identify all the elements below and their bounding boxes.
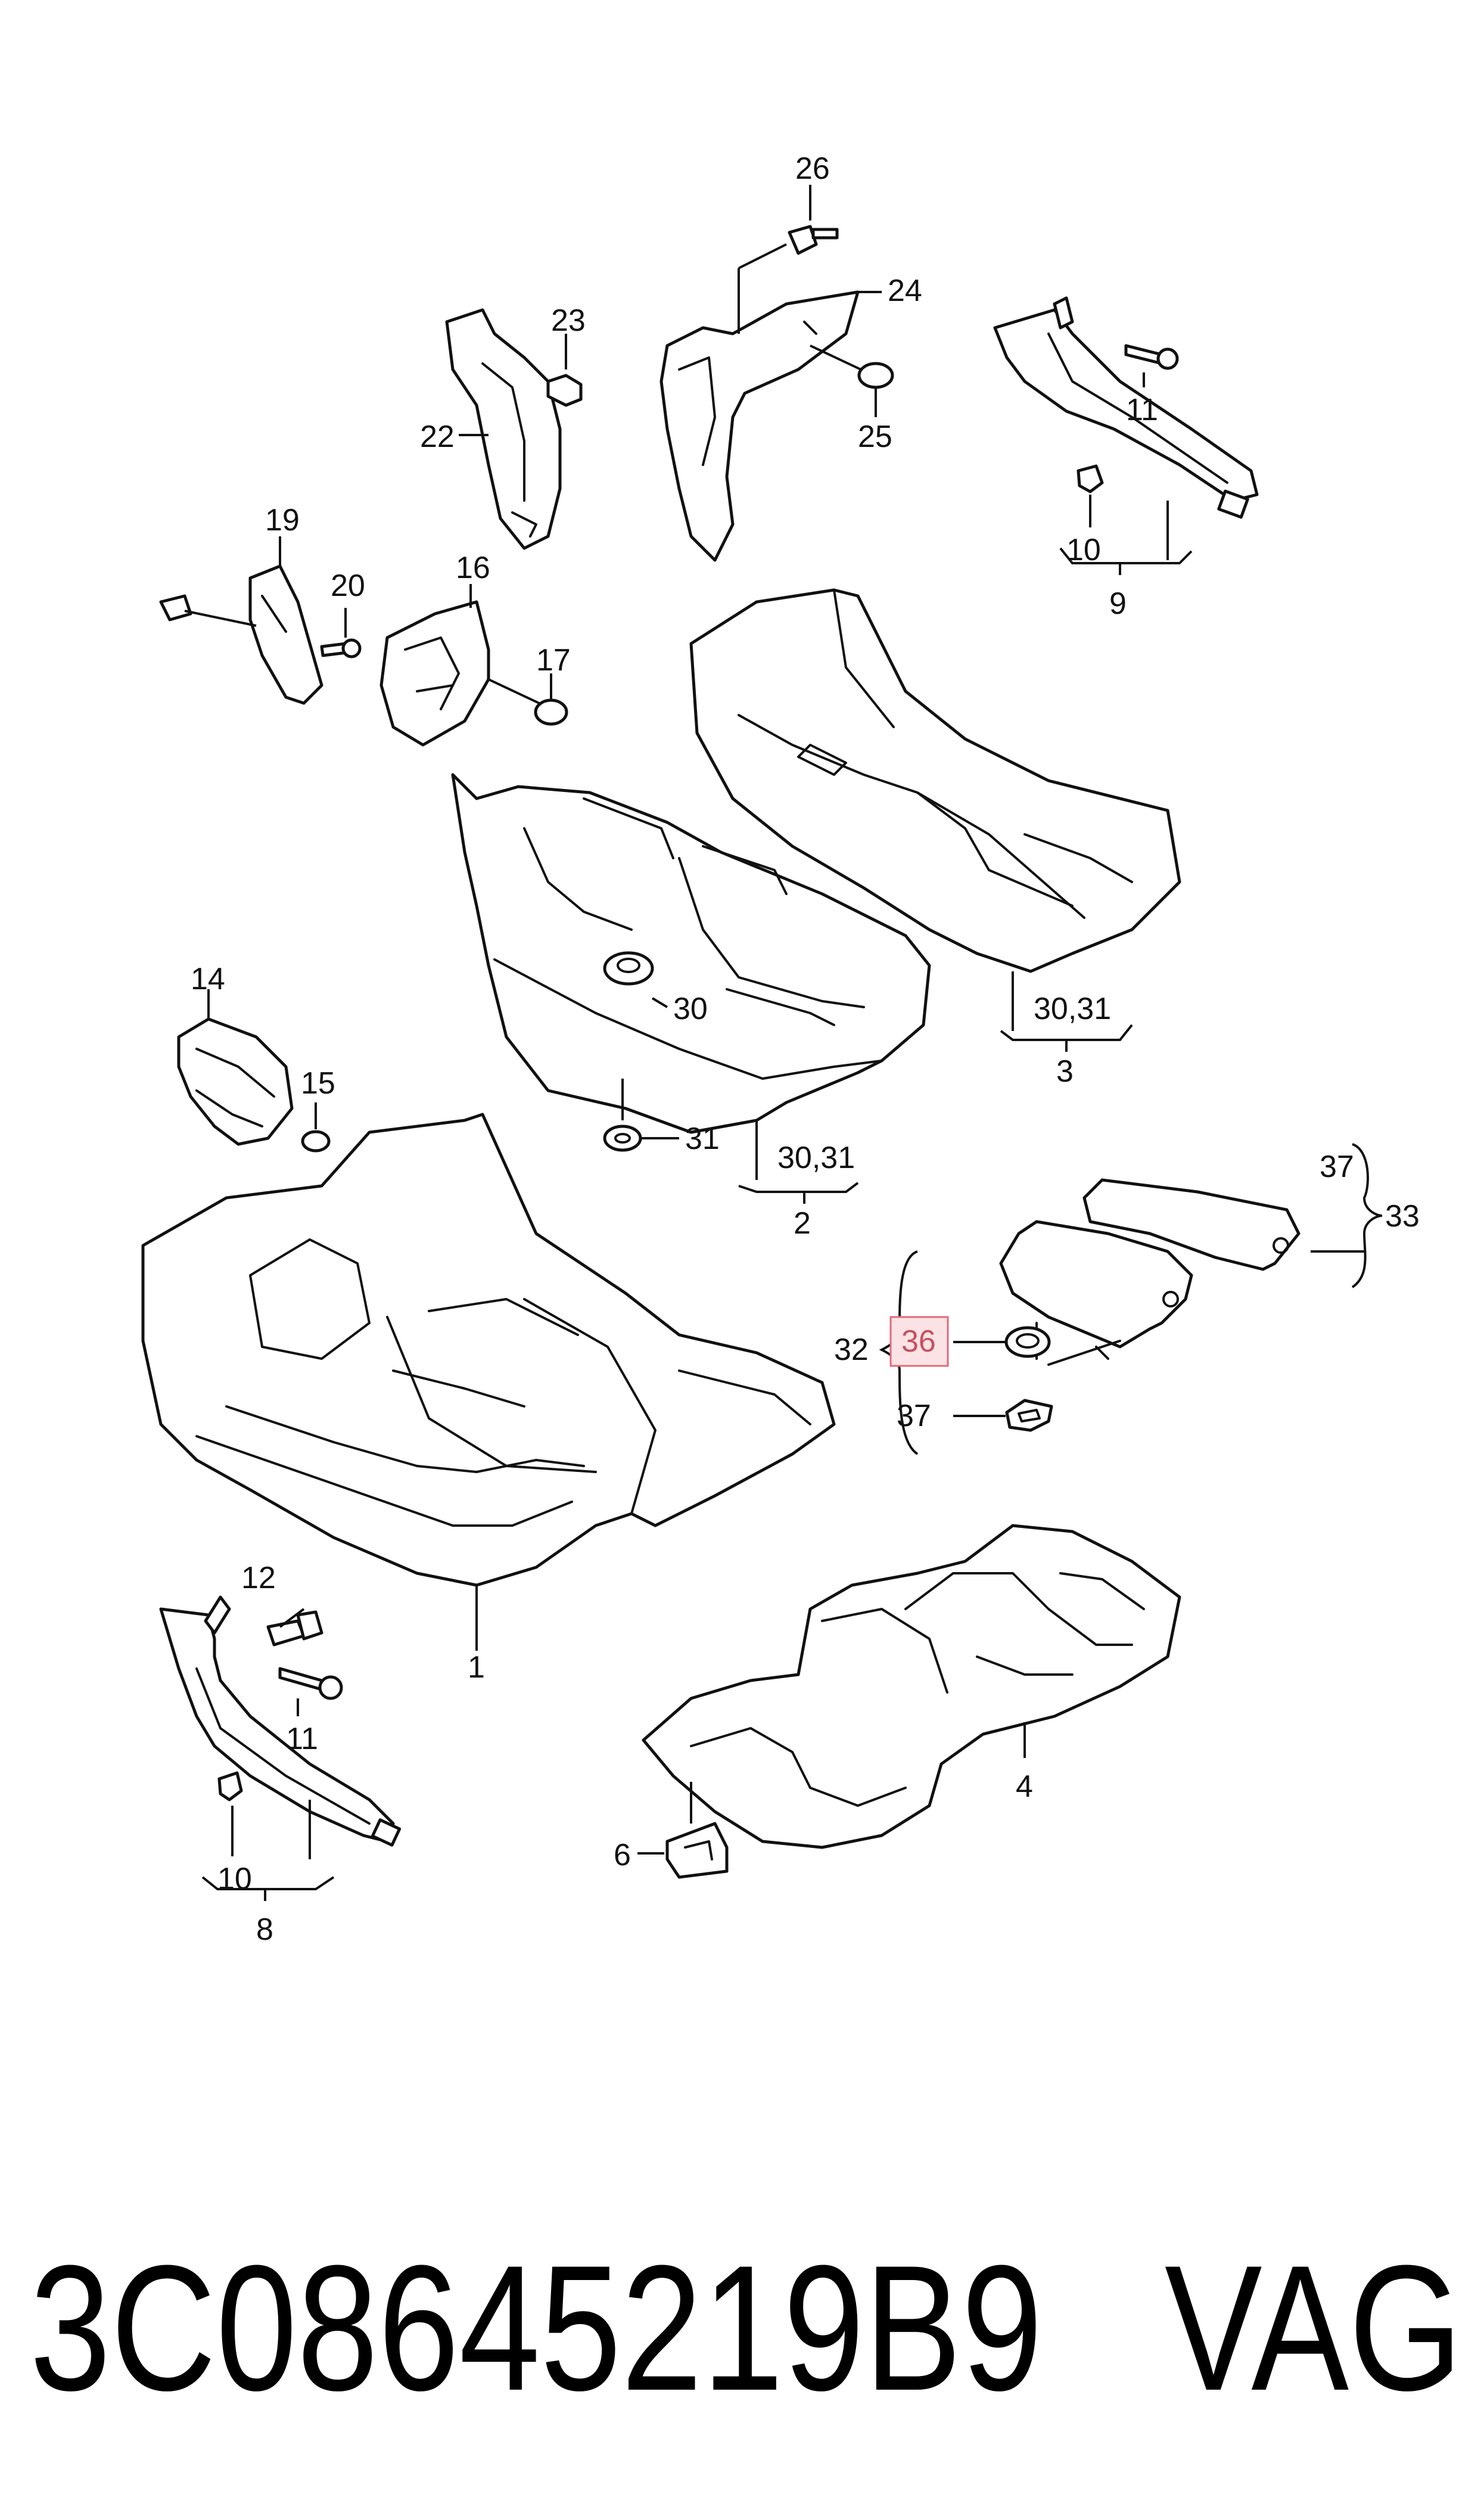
part-1-floor-carpet xyxy=(141,1113,836,1651)
part-14-cover xyxy=(177,989,294,1146)
part-16-bracket xyxy=(379,584,540,747)
label-11-upper: 11 xyxy=(1126,393,1158,427)
label-30-31-left: 30,31 xyxy=(777,1141,855,1175)
label-19: 19 xyxy=(265,503,300,538)
label-32: 32 xyxy=(834,1333,869,1367)
label-1: 1 xyxy=(468,1650,485,1685)
label-9: 9 xyxy=(1109,586,1127,621)
label-36-highlighted: 36 xyxy=(901,1324,936,1359)
part-22-bracket xyxy=(445,308,562,550)
part-37-mat-fastener xyxy=(953,1399,1053,1432)
label-4: 4 xyxy=(1016,1769,1033,1804)
part-36-mat-fastener xyxy=(953,1326,1051,1358)
part-10-clip-lower xyxy=(217,1771,243,1856)
label-2: 2 xyxy=(794,1206,811,1241)
part-32-mat-fastener-group xyxy=(879,1250,919,1455)
label-24: 24 xyxy=(888,274,922,308)
label-11-lower: 11 xyxy=(286,1722,318,1756)
label-23: 23 xyxy=(551,303,586,338)
label-12: 12 xyxy=(241,1561,276,1595)
part-20-screw xyxy=(320,608,362,659)
label-37-top: 37 xyxy=(1320,1150,1354,1184)
label-14: 14 xyxy=(191,962,225,996)
label-26: 26 xyxy=(795,151,830,186)
part-8-sill-trim xyxy=(159,1595,402,1901)
part-19-side-trim xyxy=(159,536,323,705)
label-6: 6 xyxy=(614,1838,631,1872)
footer-part-number: 3C08645219B9 xyxy=(30,2228,1043,2428)
part-30-clip xyxy=(603,951,668,1008)
label-15: 15 xyxy=(301,1066,335,1101)
label-20: 20 xyxy=(331,569,365,603)
label-10-lower: 10 xyxy=(217,1862,252,1896)
label-37-bottom: 37 xyxy=(897,1399,931,1433)
label-10-upper: 10 xyxy=(1066,533,1101,567)
part-3-floor-carpet xyxy=(689,588,1181,1052)
part-26-bolt xyxy=(788,185,839,255)
part-24-bracket xyxy=(659,243,882,562)
label-31: 31 xyxy=(685,1122,720,1156)
part-31-washer xyxy=(603,1079,679,1152)
part-33-floor-mats xyxy=(999,1143,1383,1366)
label-33: 33 xyxy=(1385,1199,1420,1234)
part-4-rear-carpet xyxy=(642,1524,1181,1849)
part-23-nut xyxy=(546,334,583,407)
label-8: 8 xyxy=(256,1912,273,1947)
part-9-sill-trim xyxy=(993,296,1259,575)
label-30-31-right: 30,31 xyxy=(1034,992,1111,1026)
label-22: 22 xyxy=(420,420,455,454)
part-25-plug xyxy=(810,344,894,417)
footer-brand: VAG xyxy=(1165,2228,1463,2428)
part-2-floor-carpet xyxy=(451,773,931,1204)
part-17-clip xyxy=(534,673,568,726)
label-3: 3 xyxy=(1056,1054,1074,1089)
part-12-bolt xyxy=(266,1608,323,1647)
label-16: 16 xyxy=(456,551,490,585)
part-15-plug xyxy=(301,1102,331,1153)
highlight-box-36 xyxy=(889,1316,949,1367)
label-30: 30 xyxy=(673,992,708,1026)
part-11-screw-lower xyxy=(278,1667,343,1716)
label-17: 17 xyxy=(536,643,571,678)
part-10-clip-upper xyxy=(1077,464,1104,527)
label-25: 25 xyxy=(858,420,892,454)
part-11-screw-upper xyxy=(1124,344,1179,387)
part-6-retainer xyxy=(637,1782,729,1879)
